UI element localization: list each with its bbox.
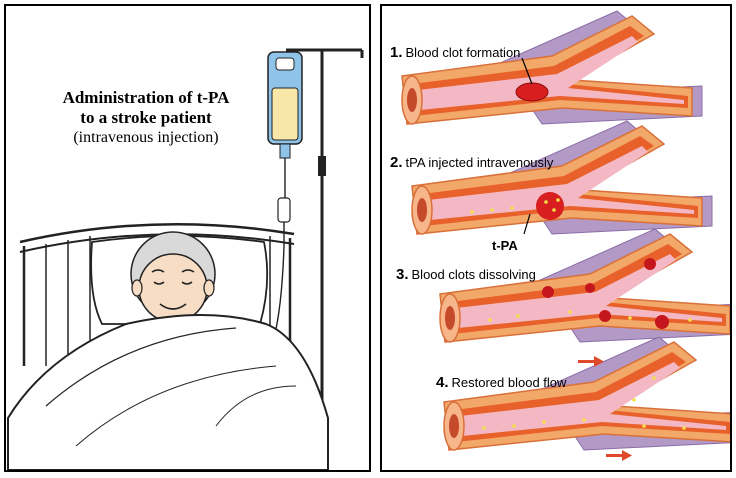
flow-arrow-icon (578, 356, 604, 367)
step-2-label: 2.tPA injected intravenously (390, 154, 554, 171)
iv-bag (267, 51, 303, 339)
blood-vessel-panel: 1.Blood clot formation 2.tPA injected in… (380, 4, 732, 472)
vessel-step-4 (443, 336, 730, 451)
title-subtitle: (intravenous injection) (73, 129, 219, 146)
flow-arrow-icon (606, 450, 632, 461)
step-3-label: 3.Blood clots dissolving (396, 266, 536, 283)
title-line-2: to a stroke patient (80, 108, 212, 127)
step-1-label: 1.Blood clot formation (390, 44, 521, 61)
patient-illustration-panel: Administration of t-PA to a stroke patie… (4, 4, 371, 472)
illustration-title: Administration of t-PA to a stroke patie… (26, 88, 266, 148)
vessel-step-3 (439, 228, 730, 343)
blood-clot (515, 82, 549, 102)
title-line-1: Administration of t-PA (62, 88, 230, 107)
patient-illustration (7, 48, 364, 470)
vessel-diagram (401, 10, 730, 461)
tpa-label: t-PA (492, 238, 518, 253)
bed-headboard (19, 222, 295, 366)
step-4-label: 4.Restored blood flow (436, 374, 567, 391)
blanket (7, 314, 329, 470)
blood-clot (536, 192, 564, 220)
vessel-step-1 (401, 10, 703, 125)
vessel-step-2 (411, 120, 713, 235)
iv-stand (286, 48, 364, 426)
